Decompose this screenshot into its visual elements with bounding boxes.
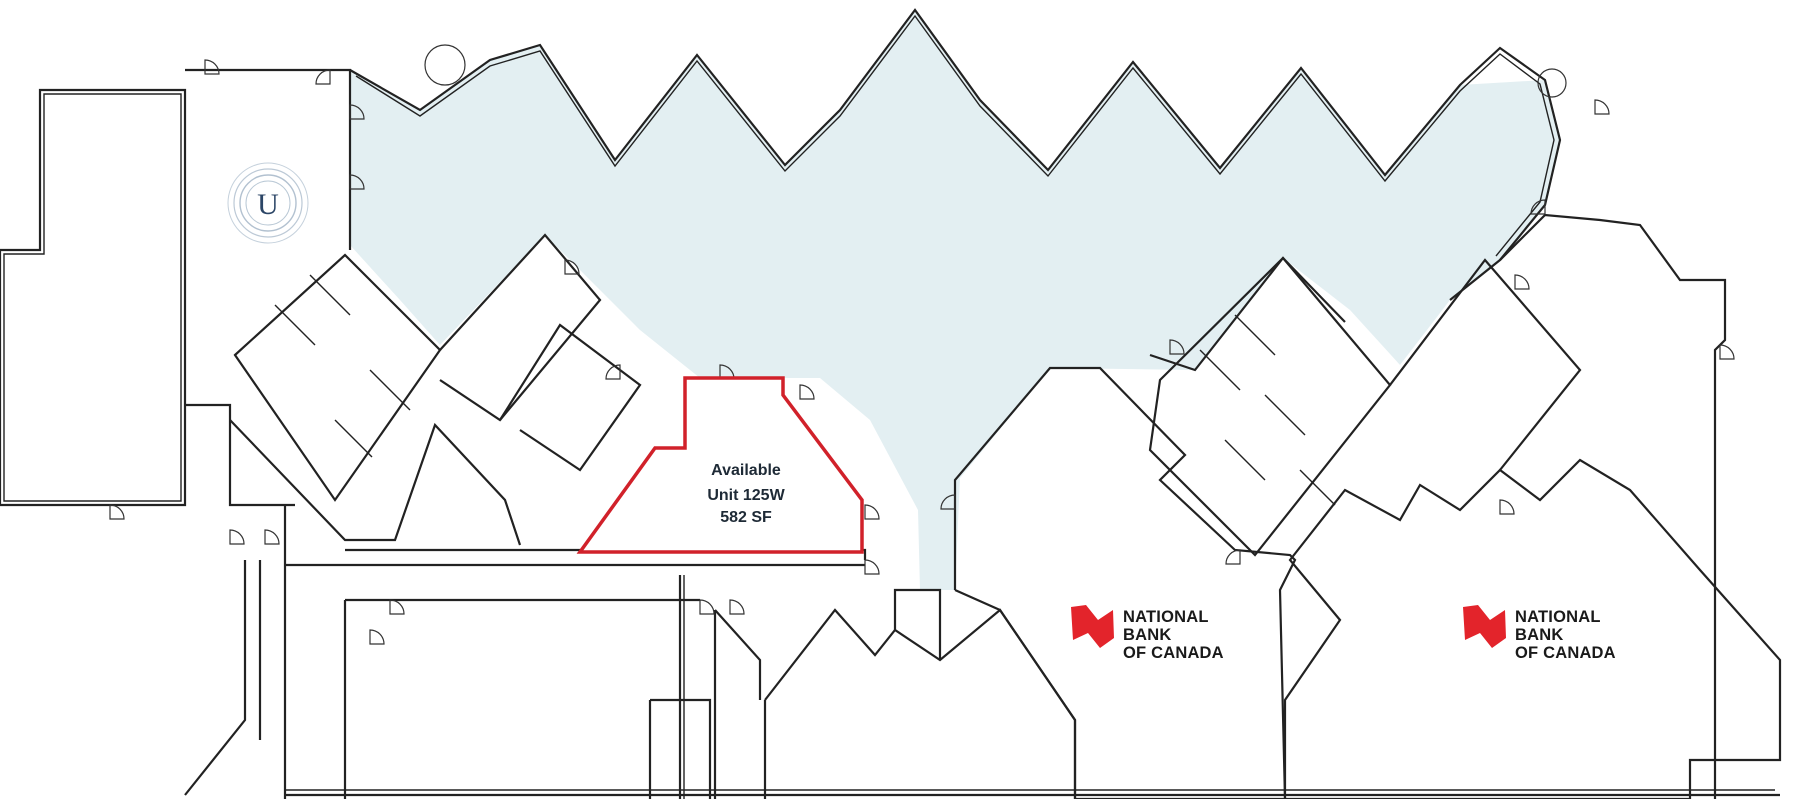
logo-letter: U bbox=[257, 188, 279, 221]
unit-number-label: Unit 125W bbox=[707, 487, 785, 504]
tenant-name-line3: OF CANADA bbox=[1515, 644, 1616, 662]
west-wing-walls bbox=[0, 68, 352, 799]
tenant-name-line1: NATIONAL bbox=[1515, 608, 1601, 626]
north-wall bbox=[349, 8, 1562, 261]
available-unit-outline[interactable] bbox=[576, 376, 864, 554]
tenant-name-line2: BANK bbox=[1123, 626, 1171, 644]
available-status-label: Available bbox=[711, 462, 781, 479]
tenant-logo-left: NATIONAL BANK OF CANADA bbox=[1071, 605, 1224, 662]
unit-area-label: 582 SF bbox=[720, 509, 772, 526]
revolving-door-icon bbox=[424, 44, 466, 86]
tenant-logo-right: NATIONAL BANK OF CANADA bbox=[1463, 605, 1616, 662]
tenant-unit-left bbox=[953, 256, 1346, 799]
building-logo-icon: U bbox=[227, 162, 309, 244]
national-bank-logo-icon bbox=[1071, 605, 1114, 648]
tenant-name-line1: NATIONAL bbox=[1123, 608, 1209, 626]
national-bank-logo-icon bbox=[1463, 605, 1506, 648]
door-swings bbox=[109, 59, 1735, 645]
corridor-walls bbox=[285, 548, 867, 799]
revolving-door-icon bbox=[1537, 68, 1567, 98]
common-area bbox=[350, 10, 1560, 590]
tenant-name-line3: OF CANADA bbox=[1123, 644, 1224, 662]
south-central-block bbox=[763, 588, 1077, 799]
tenant-name-line2: BANK bbox=[1515, 626, 1563, 644]
tenant-unit-right bbox=[1283, 458, 1782, 799]
northwest-offices bbox=[229, 233, 642, 546]
